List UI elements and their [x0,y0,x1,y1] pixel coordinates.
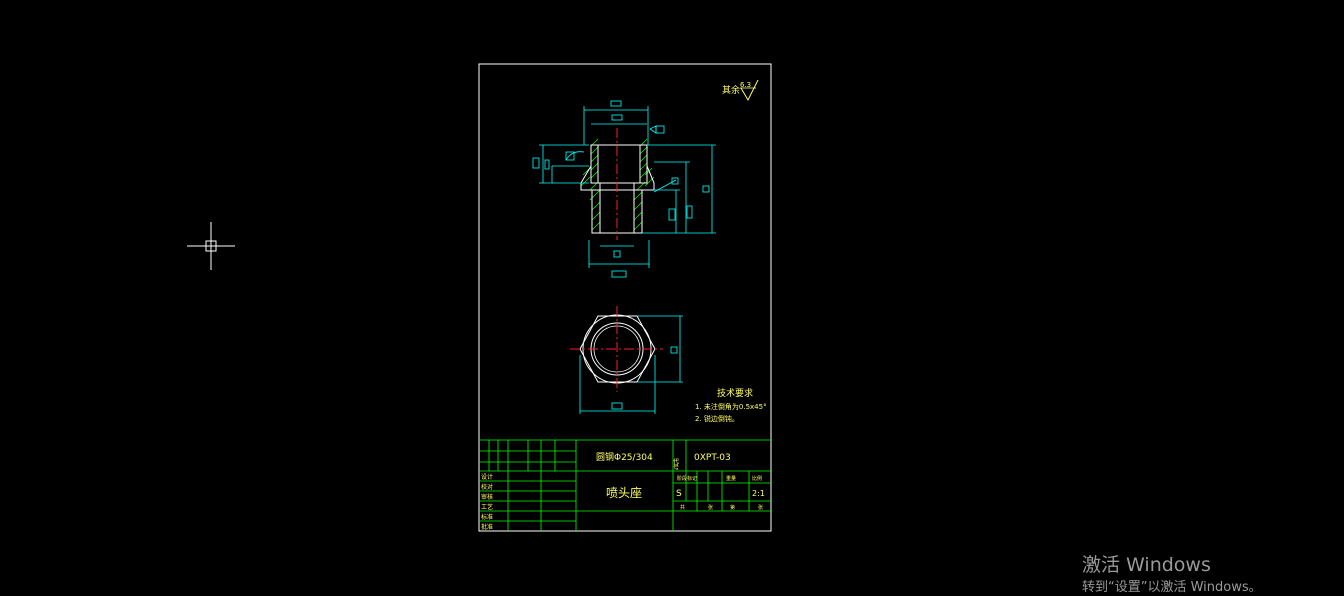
watermark-title: 激活 Windows [1082,554,1211,576]
technical-requirements[interactable]: 技术要求 1. 未注倒角为0.5x45° 2. 锐边倒钝。 [695,387,767,423]
roughness-check-icon [740,79,759,102]
dimensions-front [532,100,716,278]
title-block-grid [479,439,771,531]
right-label-weight: 重量 [726,475,736,482]
dimensions-top [579,315,683,414]
surface-finish-value: 6.3 [740,81,751,89]
left-row-2: 校对 [481,483,493,491]
scale-value: 2:1 [752,489,765,498]
crosshair-cursor-icon [187,222,235,270]
right-label-stage: 阶段标记 [677,475,697,482]
surface-finish-symbol[interactable]: 其余 6.3 [722,79,759,102]
sheet-border[interactable] [478,63,772,532]
left-row-1: 设计 [481,473,493,481]
hatch-right-flange [633,167,655,231]
front-section-view[interactable] [532,100,716,278]
left-row-4: 工艺 [481,503,493,511]
material-text: 圆钢Φ25/304 [596,451,653,463]
left-row-6: 批准 [481,523,493,531]
top-view-hexagon[interactable] [570,306,683,414]
left-row-5: 标准 [481,513,493,521]
left-row-3: 审核 [481,493,493,501]
scale-label: S [676,489,682,499]
bottom-label-sheets-2: 张 [758,504,763,511]
bottom-label-sheet-no: 第 [730,504,735,511]
surface-finish-label: 其余 [722,84,740,96]
code-label: 代号 [672,457,679,471]
title-block[interactable]: 圆钢Φ25/304 代号 0XPT-03 喷头座 S 2:1 阶段标记 重量 比… [479,439,771,531]
windows-activation-watermark: 激活 Windows 转到“设置”以激活 Windows。 [1082,554,1262,595]
tech-req-item-1: 1. 未注倒角为0.5x45° [695,402,767,411]
part-name: 喷头座 [606,485,642,500]
drawing-number: 0XPT-03 [694,453,731,463]
watermark-subtitle: 转到“设置”以激活 Windows。 [1082,580,1262,595]
bottom-label-sheets-1: 张 [708,504,713,511]
tech-req-title: 技术要求 [717,387,753,399]
right-label-scale: 比例 [752,475,762,482]
bottom-label-total: 共 [680,504,685,511]
tech-req-item-2: 2. 锐边倒钝。 [695,414,739,423]
